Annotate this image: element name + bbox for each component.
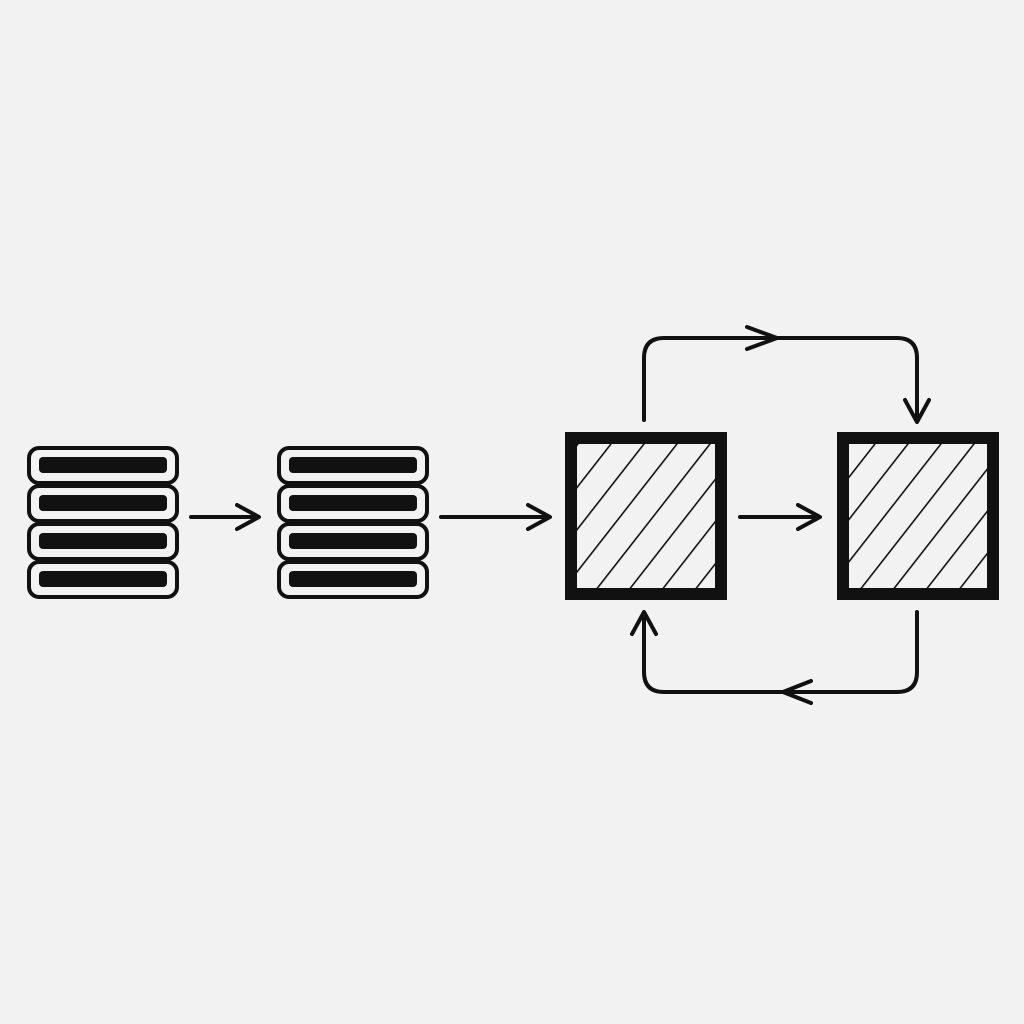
stack-layer bbox=[27, 522, 179, 561]
layered-stack-icon bbox=[27, 446, 179, 599]
stack-layer bbox=[27, 484, 179, 523]
layered-stack-icon bbox=[277, 446, 429, 599]
arrow-right-icon bbox=[189, 503, 261, 531]
stack-layer bbox=[27, 446, 179, 485]
stack-layer bbox=[277, 560, 429, 599]
stack-layer bbox=[277, 484, 429, 523]
arrow-right-icon bbox=[738, 503, 822, 531]
hatched-square-icon bbox=[837, 432, 999, 600]
stack-layer bbox=[27, 560, 179, 599]
loop-arrow-icon bbox=[642, 325, 931, 424]
stack-layer bbox=[277, 522, 429, 561]
arrow-right-icon bbox=[439, 503, 552, 531]
hatched-square-icon bbox=[565, 432, 727, 600]
stack-layer bbox=[277, 446, 429, 485]
loop-arrow-icon bbox=[630, 610, 919, 705]
